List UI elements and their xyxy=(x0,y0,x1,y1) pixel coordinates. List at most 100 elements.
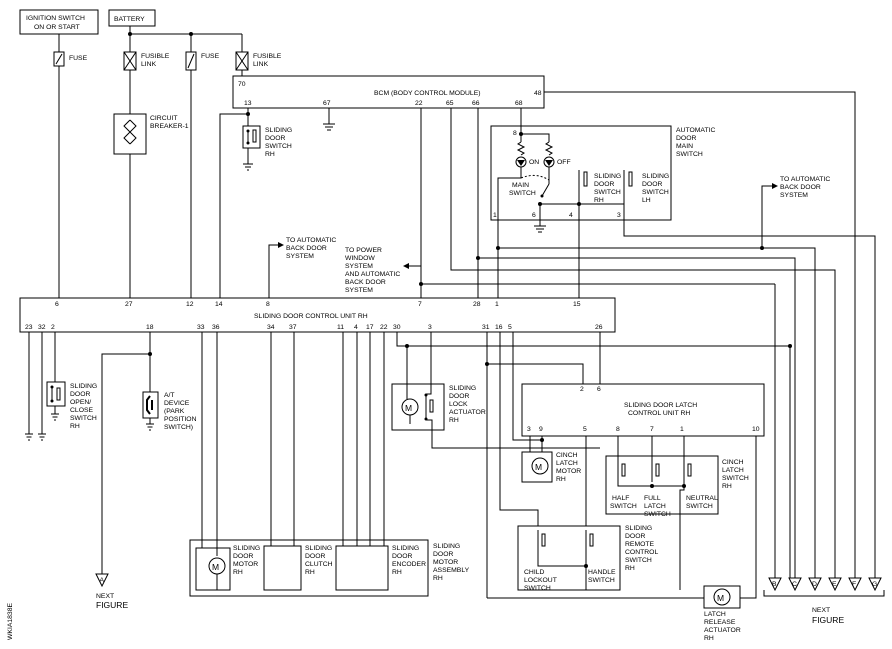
ma-label-5: RH xyxy=(433,575,443,582)
adms-sw-rh-3: SWITCH xyxy=(594,189,621,196)
conn-e: E xyxy=(832,581,837,588)
sdcu-box xyxy=(19,297,616,333)
cm-label-2: LATCH xyxy=(556,460,578,467)
sdcu-pin-27: 27 xyxy=(125,301,133,308)
next-figure-right-2: FIGURE xyxy=(812,615,844,625)
lcu-pin-2: 2 xyxy=(580,386,584,393)
la-label-5: RH xyxy=(449,417,459,424)
cm-label-4: RH xyxy=(556,476,566,483)
ocs-label-2: DOOR xyxy=(70,391,90,398)
handle-switch-2: SWITCH xyxy=(588,577,615,584)
bcm-pin-67: 67 xyxy=(323,100,331,107)
child-lockout-1: CHILD xyxy=(524,569,544,576)
la-label-4: ACTUATOR xyxy=(449,409,486,416)
sdcu-pin-34: 34 xyxy=(267,324,275,331)
note-back-door-right-1: TO AUTOMATIC xyxy=(780,176,830,183)
adms-main-switch-1: MAIN xyxy=(512,182,529,189)
connector-b: B xyxy=(768,577,782,592)
bcm-pin-68: 68 xyxy=(515,100,523,107)
rc-label-2: DOOR xyxy=(625,533,645,540)
cm-label-1: CINCH xyxy=(556,452,578,459)
bcm-pin-13: 13 xyxy=(244,100,252,107)
ma-label-3: MOTOR xyxy=(433,559,458,566)
bcm-pin-70: 70 xyxy=(238,81,246,88)
cinch-motor-box xyxy=(521,451,553,483)
sdcu-pin-8: 8 xyxy=(266,301,270,308)
dc-label-3: CLUTCH xyxy=(305,561,333,568)
door-motor-symbol: M xyxy=(212,562,219,572)
sdcu-pin-7: 7 xyxy=(418,301,422,308)
fusible-link-1: FUSIBLE LINK xyxy=(123,51,170,71)
note-back-door-left-2: BACK DOOR xyxy=(286,245,327,252)
dc-label-4: RH xyxy=(305,569,315,576)
full-latch-3: SWITCH xyxy=(644,511,671,518)
ignition-switch-box xyxy=(19,9,99,35)
circuit-breaker-label-1: CIRCUIT xyxy=(150,115,178,122)
rc-label-1: SLIDING xyxy=(625,525,652,532)
rc-label-6: RH xyxy=(625,565,635,572)
next-figure-right-1: NEXT xyxy=(812,607,830,614)
dm-label-1: SLIDING xyxy=(233,545,260,552)
bcm-pin-48: 48 xyxy=(534,90,542,97)
lcu-pin-3: 3 xyxy=(527,426,531,433)
sdcu-pin-17: 17 xyxy=(366,324,374,331)
sdcu-pin-26: 26 xyxy=(595,324,603,331)
lcu-title-2: CONTROL UNIT RH xyxy=(628,410,690,417)
lcu-pin-9: 9 xyxy=(539,426,543,433)
bcm-pin-22: 22 xyxy=(415,100,423,107)
sdcu-pin-37: 37 xyxy=(289,324,297,331)
adms-title-2: DOOR xyxy=(676,135,696,142)
sdcu-pin-18: 18 xyxy=(146,324,154,331)
sdcu-pin-12: 12 xyxy=(186,301,194,308)
cs-label-4: RH xyxy=(722,483,732,490)
fuse-2-label: FUSE xyxy=(201,53,220,60)
at-label-4: POSITION xyxy=(164,416,197,423)
sdcu-pin-33: 33 xyxy=(197,324,205,331)
la-label-1: SLIDING xyxy=(449,385,476,392)
sds-top-label-4: RH xyxy=(265,151,275,158)
bcm-title: BCM (BODY CONTROL MODULE) xyxy=(374,90,481,97)
ocs-label-5: SWITCH xyxy=(70,415,97,422)
lcu-pin-7: 7 xyxy=(650,426,654,433)
adms-sw-rh-1: SLIDING xyxy=(594,173,621,180)
at-label-5: SWITCH) xyxy=(164,424,193,431)
ocs-label-4: CLOSE xyxy=(70,407,94,414)
adms-title-1: AUTOMATIC xyxy=(676,127,715,134)
open-close-switch: SLIDING DOOR OPEN/ CLOSE SWITCH RH xyxy=(46,381,97,430)
sdcu-pin-4: 4 xyxy=(354,324,358,331)
de-label-3: ENCODER xyxy=(392,561,426,568)
neutral-1: NEUTRAL xyxy=(686,495,718,502)
fusible-link-2-label-1: FUSIBLE xyxy=(253,53,282,60)
dm-label-2: DOOR xyxy=(233,553,253,560)
fusible-link-1-label-2: LINK xyxy=(141,61,157,68)
ground-23-icon xyxy=(25,433,33,441)
handle-switch-icon xyxy=(585,530,594,560)
connector-a: A xyxy=(95,573,109,588)
note-power-window-5: BACK DOOR xyxy=(345,279,386,286)
neutral-2: SWITCH xyxy=(686,503,713,510)
fusible-link-2: FUSIBLE LINK xyxy=(235,51,282,71)
sds-top-label-3: SWITCH xyxy=(265,143,292,150)
child-lockout-2: LOCKOUT xyxy=(524,577,557,584)
adms-sw-lh-1: SLIDING xyxy=(642,173,669,180)
connector-d: D xyxy=(808,577,822,592)
cs-label-2: LATCH xyxy=(722,467,744,474)
lcu-pin-10: 10 xyxy=(752,426,760,433)
conn-d: D xyxy=(812,581,817,588)
dm-label-3: MOTOR xyxy=(233,561,258,568)
at-label-2: DEVICE xyxy=(164,400,190,407)
rc-label-4: CONTROL xyxy=(625,549,658,556)
adms-pin-4: 4 xyxy=(569,212,573,219)
fusible-link-2-label-2: LINK xyxy=(253,61,269,68)
connector-f: F xyxy=(848,577,862,592)
next-figure-left-1: NEXT xyxy=(96,593,114,600)
full-latch-1: FULL xyxy=(644,495,661,502)
connector-g: G xyxy=(868,577,882,592)
ocs-label-3: OPEN/ xyxy=(70,399,91,406)
circuit-breaker-label-2: BREAKER-1 xyxy=(150,123,189,130)
latch-control-unit-box xyxy=(521,383,765,437)
ignition-switch-label-2: ON OR START xyxy=(34,24,80,31)
adms-on: ON xyxy=(529,159,539,166)
child-lockout-switch-icon xyxy=(537,530,546,560)
